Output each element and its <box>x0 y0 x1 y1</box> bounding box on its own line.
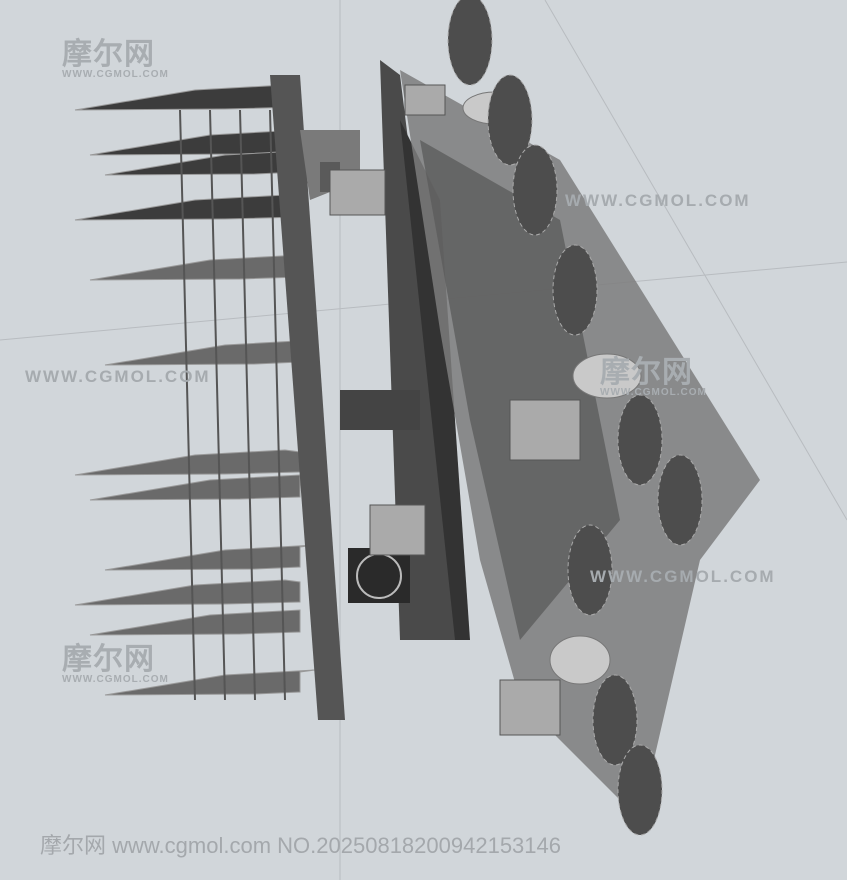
footer-site: 摩尔网 www.cgmol.com <box>40 833 272 858</box>
gear-wheel <box>487 74 533 166</box>
fin-plate <box>89 474 301 501</box>
fin-rod <box>269 109 286 701</box>
watermark-logo: 摩尔网 WWW.CGMOL.COM <box>62 645 169 685</box>
fin-plate <box>104 339 316 366</box>
footer-serial: NO.20250818200942153146 <box>277 833 561 858</box>
fin-plate <box>89 129 301 156</box>
fin-rod <box>239 109 256 701</box>
fin-plate <box>74 579 301 606</box>
fin-plate <box>104 544 316 571</box>
watermark-logo-sub: WWW.CGMOL.COM <box>62 674 169 685</box>
fin-rod <box>179 109 196 701</box>
watermark-url: WWW.CGMOL.COM <box>565 191 751 210</box>
watermark-logo-text: 摩尔网 <box>62 38 155 71</box>
watermark-logo: 摩尔网 WWW.CGMOL.COM <box>62 40 169 80</box>
fin-plate <box>74 84 301 111</box>
fin-plate <box>89 609 301 636</box>
gear-wheel <box>592 674 638 766</box>
right-gear-array <box>447 0 703 836</box>
watermark-logo: 摩尔网 WWW.CGMOL.COM <box>600 358 707 398</box>
gear-wheel <box>447 0 493 86</box>
gear-wheel <box>617 744 663 836</box>
fin-plate <box>74 194 301 221</box>
tube-clusters <box>329 84 581 736</box>
watermark-logo-text: 摩尔网 <box>600 356 693 389</box>
gear-wheel <box>617 394 663 486</box>
fin-plate <box>74 449 301 476</box>
gear-wheel <box>657 454 703 546</box>
watermark-logo-text: 摩尔网 <box>62 643 155 676</box>
watermark-url: WWW.CGMOL.COM <box>590 567 776 586</box>
watermark-url: WWW.CGMOL.COM <box>25 367 211 386</box>
left-fin-array <box>74 84 316 701</box>
gear-wheel <box>552 244 598 336</box>
watermark-logo-sub: WWW.CGMOL.COM <box>600 387 707 398</box>
footer-watermark: 摩尔网 www.cgmol.com NO.2025081820094215314… <box>40 828 561 860</box>
fin-plate <box>89 254 301 281</box>
wheel-discs <box>462 91 642 685</box>
fin-rod <box>209 109 226 701</box>
gear-wheel <box>567 524 613 616</box>
watermark-logo-sub: WWW.CGMOL.COM <box>62 69 169 80</box>
gear-wheel <box>512 144 558 236</box>
